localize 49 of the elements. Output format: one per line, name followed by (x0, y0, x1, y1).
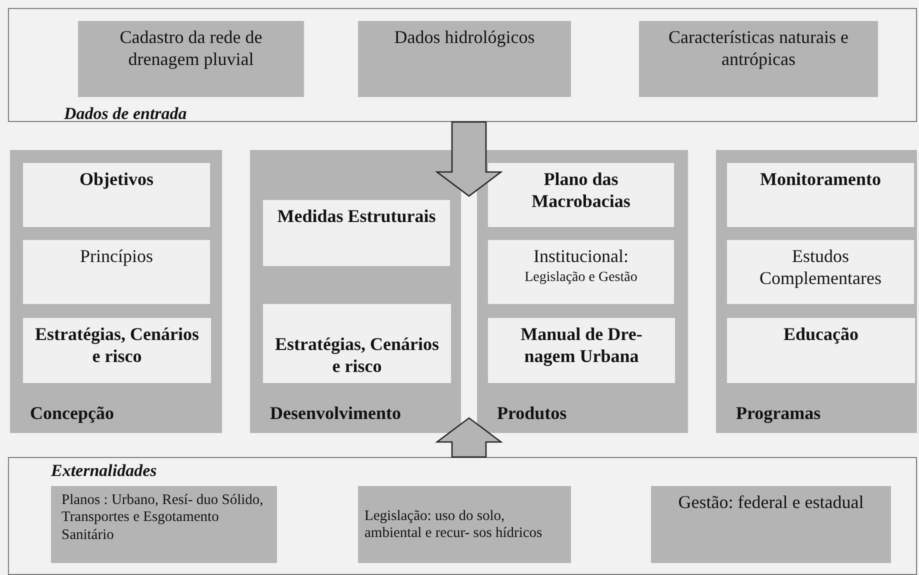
panel-title: Externalidades (51, 461, 158, 482)
block-arrow (435, 417, 503, 458)
input-text: Planos : Urbano, Resí- duo Sólido, Transportes e Esgotamento Sanitário (62, 492, 264, 544)
column-panel (250, 150, 461, 433)
item-text: Manual de Dre- nagem Urbana (520, 324, 644, 368)
column-title: Concepção (30, 403, 114, 425)
column-title: Produtos (497, 403, 567, 425)
input-panel (8, 8, 917, 122)
externalities-panel (8, 457, 917, 575)
column-panel (716, 150, 917, 433)
input-text: Gestão: federal e estadual (677, 492, 865, 514)
item-box (263, 200, 450, 266)
externality-box (651, 486, 891, 563)
input-text: Características naturais e antrópicas (668, 27, 850, 70)
item-box (488, 240, 674, 304)
item-text: Plano das Macrobacias (530, 169, 632, 212)
item-text: Medidas Estruturais (276, 206, 437, 228)
column-title: Programas (736, 403, 821, 425)
panel-title: Dados de entrada (64, 104, 188, 124)
externality-box (51, 486, 277, 563)
input-text: Dados hidrológicos (393, 27, 536, 49)
item-box (488, 318, 675, 383)
item-box (263, 304, 451, 383)
block-arrow (435, 121, 503, 197)
item-text: Legislação e Gestão (524, 270, 638, 286)
column-panel (477, 150, 688, 433)
input-text: Cadastro da rede de drenagem pluvial (118, 27, 264, 70)
item-box (23, 163, 210, 227)
item-box (727, 240, 914, 304)
item-box (488, 163, 674, 227)
externality-box (358, 486, 571, 563)
input-box (639, 21, 878, 97)
item-text: Educação (782, 324, 860, 346)
item-text: Objetivos (78, 169, 154, 191)
item-text: Monitoramento (759, 169, 882, 191)
item-text: Estratégias, Cenários e risco (274, 334, 440, 378)
item-box (23, 240, 210, 304)
item-text: Institucional: (532, 246, 630, 268)
input-box (358, 21, 571, 97)
item-text: Princípios (78, 246, 154, 268)
input-text: Legislação: uso do solo, ambiental e recur- sos hídricos (364, 508, 544, 543)
item-box (23, 318, 211, 383)
item-box (727, 318, 915, 383)
input-box (78, 21, 304, 97)
item-box (727, 163, 914, 227)
column-title: Desenvolvimento (270, 403, 401, 425)
item-text: Estudos Complementares (758, 246, 882, 290)
item-text: Estratégias, Cenários e risco (34, 324, 200, 368)
column-panel (10, 150, 222, 433)
